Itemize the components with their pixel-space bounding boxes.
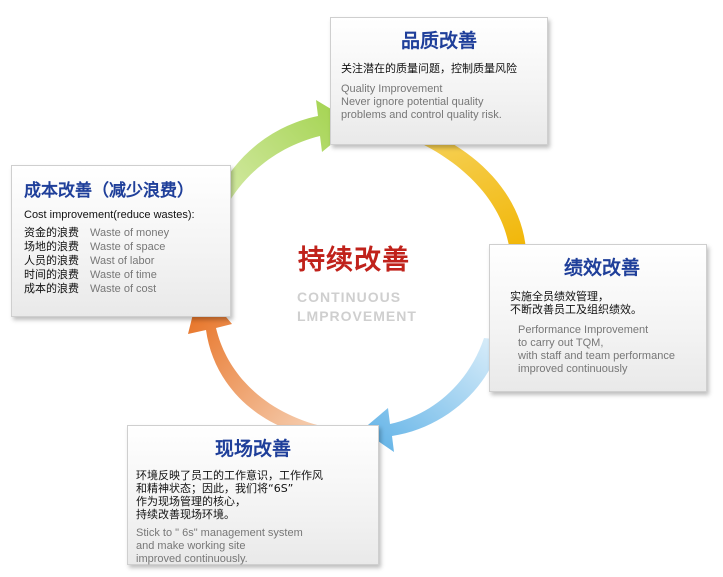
cost-row-en: Waste of cost (90, 283, 157, 295)
site-cn-line2: 和精神状态；因此，我们将“6S” (136, 482, 294, 495)
performance-en-line2: to carry out TQM, (518, 337, 604, 349)
cost-row-cn: 人员的浪费 (24, 254, 79, 267)
center-english-title: CONTINUOUS LMPROVEMENT (297, 288, 417, 326)
list-item: 场地的浪费 Waste of space (24, 240, 222, 254)
cost-card: 成本改善（减少浪费） Cost improvement(reduce waste… (11, 165, 231, 317)
site-cn-line3: 作为现场管理的核心， (136, 495, 246, 508)
site-cn-line1: 环境反映了员工的工作意识，工作作风 (136, 469, 323, 482)
performance-cn-line2: 不断改善员工及组织绩效。 (510, 303, 642, 316)
list-item: 成本的浪费 Waste of cost (24, 282, 222, 296)
cost-row-en: Waste of space (90, 241, 166, 253)
quality-en: Quality Improvement Never ignore potenti… (341, 83, 537, 122)
performance-title: 绩效改善 (563, 257, 640, 279)
cost-row-cn: 时间的浪费 (24, 268, 79, 281)
cost-list: 资金的浪费 Waste of money 场地的浪费 Waste of spac… (24, 226, 222, 296)
cost-row-en: Wast of labor (90, 255, 155, 267)
quality-title: 品质改善 (400, 30, 477, 52)
site-en: Stick to " 6s" management system and mak… (136, 527, 370, 566)
quality-card: 品质改善 关注潜在的质量问题，控制质量风险 Quality Improvemen… (330, 17, 548, 145)
site-title: 现场改善 (214, 438, 291, 460)
list-item: 时间的浪费 Waste of time (24, 268, 222, 282)
performance-en-line3: with staff and team performance (518, 350, 675, 362)
cost-row-cn: 场地的浪费 (24, 240, 79, 253)
performance-cn: 实施全员绩效管理， 不断改善员工及组织绩效。 (510, 290, 694, 316)
performance-en-line4: improved continuously (518, 363, 628, 375)
performance-cn-line1: 实施全员绩效管理， (510, 290, 609, 303)
arrow-blue (362, 338, 502, 452)
performance-en: Performance Improvement to carry out TQM… (510, 324, 694, 376)
site-cn-line4: 持续改善现场环境。 (136, 508, 235, 521)
site-card: 现场改善 环境反映了员工的工作意识，工作作风 和精神状态；因此，我们将“6S” … (127, 425, 379, 565)
center-en-line1: CONTINUOUS (297, 289, 402, 305)
quality-en-line3: problems and control quality risk. (341, 109, 502, 121)
quality-en-line2: Never ignore potential quality (341, 96, 484, 108)
cost-row-en: Waste of time (90, 269, 157, 281)
list-item: 人员的浪费 Wast of labor (24, 254, 222, 268)
cost-row-cn: 资金的浪费 (24, 226, 79, 239)
site-cn: 环境反映了员工的工作意识，工作作风 和精神状态；因此，我们将“6S” 作为现场管… (136, 469, 370, 521)
center-title: 持续改善 (298, 245, 410, 276)
site-en-line2: and make working site (136, 540, 246, 552)
performance-en-line1: Performance Improvement (518, 324, 649, 336)
cost-title: 成本改善（减少浪费） (24, 181, 194, 201)
quality-cn: 关注潜在的质量问题，控制质量风险 (341, 62, 517, 75)
cost-subtitle: Cost improvement(reduce wastes): (24, 209, 195, 221)
performance-card: 绩效改善 实施全员绩效管理， 不断改善员工及组织绩效。 Performance … (489, 244, 707, 392)
list-item: 资金的浪费 Waste of money (24, 226, 222, 240)
cost-row-en: Waste of money (90, 227, 170, 239)
center-en-line2: LMPROVEMENT (297, 308, 417, 324)
arrow-orange (188, 286, 330, 440)
cost-row-cn: 成本的浪费 (24, 282, 79, 295)
site-en-line3: improved continuously. (136, 553, 248, 565)
site-en-line1: Stick to " 6s" management system (136, 527, 303, 539)
quality-en-line1: Quality Improvement (341, 83, 443, 95)
